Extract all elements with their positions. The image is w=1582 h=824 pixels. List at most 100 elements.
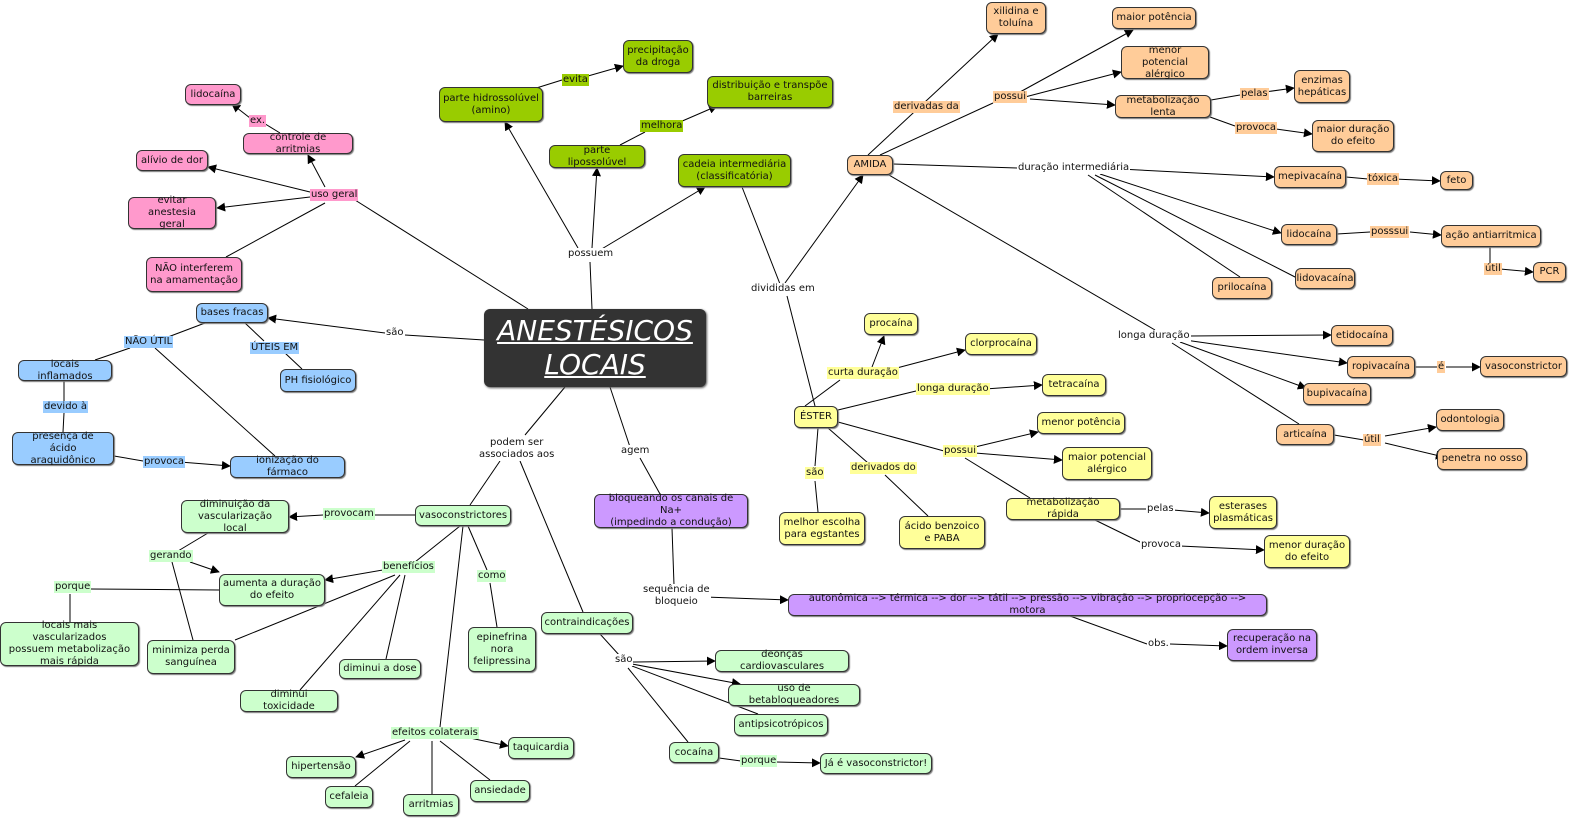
node-antipsicotropicos[interactable]: antipsicotrópicos <box>734 714 828 736</box>
node-alivio-dor[interactable]: alívio de dor <box>136 150 208 171</box>
node-ph-fisiologico[interactable]: PH fisiológico <box>280 369 356 392</box>
node-lidocaina-amida[interactable]: lidocaína <box>1281 224 1337 245</box>
connector-arrow <box>469 737 509 749</box>
connector-line <box>884 474 929 517</box>
node-diminui-dose[interactable]: diminui a dose <box>339 659 421 679</box>
node-precipitacao[interactable]: precipitação da droga <box>623 40 693 73</box>
connector-line <box>671 527 675 586</box>
node-nao-interferem[interactable]: NÃO interferem na amamentação <box>146 257 242 292</box>
node-ionizacao[interactable]: ionização do fármaco <box>230 455 345 478</box>
node-diminuicao-vascularizacao[interactable]: diminuição da vascularização local <box>181 499 289 534</box>
central-concept[interactable]: ANESTÉSICOS LOCAIS <box>484 309 706 387</box>
node-aumenta-duracao[interactable]: aumenta a duração do efeito <box>219 574 325 606</box>
connector-arrow <box>1179 341 1307 390</box>
link-label-curta-duracao: curta duração <box>827 367 899 379</box>
node-parte-lipossoluvel[interactable]: parte lipossolúvel <box>549 145 645 168</box>
node-hipertensao[interactable]: hipertensão <box>286 756 356 778</box>
node-penetra-osso[interactable]: penetra no osso <box>1437 448 1527 470</box>
link-label-util-articaina: útil <box>1363 434 1381 446</box>
node-maior-potencia[interactable]: maior potência <box>1112 7 1196 29</box>
node-locais-vascularizados[interactable]: locais mais vascularizados possuem metab… <box>0 620 139 667</box>
node-etidocaina[interactable]: etidocaína <box>1331 325 1393 346</box>
node-diminui-toxicidade[interactable]: diminui toxicidade <box>240 689 338 712</box>
connector-arrow <box>591 167 601 249</box>
node-procaina[interactable]: procaína <box>864 313 918 335</box>
node-menor-duracao[interactable]: menor duração do efeito <box>1264 535 1350 568</box>
node-contraindicacoes[interactable]: contraindicações <box>541 612 633 634</box>
node-melhor-escolha[interactable]: melhor escolha para egstantes <box>779 512 865 545</box>
link-label-nao-util: NÃO ÚTIL <box>124 336 174 348</box>
connector-line <box>1209 116 1236 127</box>
connector-arrow <box>189 561 220 574</box>
link-label-util-pcr: útil <box>1484 263 1502 275</box>
node-lidocaina-ex[interactable]: lidocaína <box>185 84 241 105</box>
connector-line <box>804 379 841 407</box>
connector-line <box>284 352 303 370</box>
node-odontologia[interactable]: odontologia <box>1436 409 1504 431</box>
node-epinefrina[interactable]: epinefrina nora felipressina <box>468 627 536 672</box>
node-amida[interactable]: AMIDA <box>847 155 893 175</box>
node-menor-potencia[interactable]: menor potência <box>1037 412 1125 434</box>
node-vasoconstrictor[interactable]: vasoconstrictor <box>1480 356 1567 377</box>
link-label-gerando: gerando <box>149 550 193 562</box>
node-ropivacaina[interactable]: ropivacaína <box>1347 356 1415 378</box>
connector-arrow <box>1184 339 1348 367</box>
connector-line <box>1069 615 1148 645</box>
node-ester[interactable]: ÉSTER <box>794 406 838 428</box>
node-bupivacaina[interactable]: bupivacaína <box>1303 383 1371 405</box>
node-recuperacao[interactable]: recuperação na ordem inversa <box>1227 629 1317 661</box>
node-evitar-anestesia[interactable]: evitar anestesia geral <box>128 195 216 230</box>
node-distribuicao[interactable]: distribuição e transpõe barreiras <box>707 76 833 108</box>
node-esterases[interactable]: esterases plasmáticas <box>1209 496 1277 529</box>
node-minimiza-perda[interactable]: minimiza perda sanguínea <box>147 640 235 674</box>
node-xilidina[interactable]: xilidina e toluína <box>986 2 1046 34</box>
node-cefaleia[interactable]: cefaleia <box>325 786 373 808</box>
node-vasoconstrictores[interactable]: vasoconstrictores <box>415 505 511 526</box>
node-controle-arritmias[interactable]: controle de arritmias <box>243 132 353 155</box>
node-metabolizacao-lenta[interactable]: metabolização lenta <box>1115 95 1211 118</box>
node-menor-potencial-alergico[interactable]: menor potencial alérgico <box>1121 45 1209 80</box>
link-label-posssui: posssui <box>1370 226 1410 238</box>
node-taquicardia[interactable]: taquicardia <box>508 737 574 759</box>
node-maior-potencial-alergico[interactable]: maior potencial alérgico <box>1062 447 1152 480</box>
connector-line <box>786 295 816 407</box>
node-bloqueando-canais[interactable]: bloqueando os canais de Na+ (impedindo a… <box>594 493 748 528</box>
node-acido-benzoico[interactable]: ácido benzoico e PABA <box>899 516 985 549</box>
node-tetracaina[interactable]: tetracaína <box>1042 374 1106 396</box>
node-articaina[interactable]: articaína <box>1276 424 1334 445</box>
node-arritmias[interactable]: arritmias <box>403 794 459 816</box>
node-bases-fracas[interactable]: bases fracas <box>196 303 268 323</box>
connector-line <box>827 427 869 464</box>
connector-arrow <box>871 335 886 368</box>
node-ja-e-vasoconstrictor[interactable]: Já é vasoconstrictor! <box>820 753 932 774</box>
node-parte-hidrossoluvel[interactable]: parte hidrossolúvel (amino) <box>439 87 543 122</box>
link-label-e: é <box>1437 361 1446 373</box>
node-locais-inflamados[interactable]: locais inflamados <box>18 359 112 382</box>
connector-arrow <box>1394 176 1441 186</box>
connector-arrow <box>179 460 231 470</box>
node-metabolizacao-rapida[interactable]: metabolização rápida <box>1006 497 1120 520</box>
node-deoncas-cardiovasculares[interactable]: deonças cardiovasculares <box>715 649 849 672</box>
node-pcr[interactable]: PCR <box>1533 262 1566 282</box>
node-prilocaina[interactable]: prilocaína <box>1212 277 1272 299</box>
connector-arrow <box>1179 545 1265 555</box>
node-ansiedade[interactable]: ansiedade <box>470 780 530 802</box>
connector-arrow <box>704 595 789 605</box>
node-betabloqueadores[interactable]: uso de betabloqueadores <box>728 683 860 706</box>
connector-arrow <box>974 452 1063 464</box>
node-feto[interactable]: feto <box>1440 171 1473 190</box>
node-enzimas-hepaticas[interactable]: enzimas hepáticas <box>1294 70 1350 103</box>
connector-line <box>627 667 689 743</box>
connector-arrow <box>599 186 706 251</box>
node-lidovacaina[interactable]: lidovacaína <box>1295 268 1355 289</box>
connector-line <box>414 525 461 563</box>
node-clorprocaina[interactable]: clorprocaína <box>965 333 1037 355</box>
node-sequencia-bloqueio[interactable]: autonômica --> térmica --> dor --> tátil… <box>788 593 1267 616</box>
node-cocaina[interactable]: cocaína <box>669 742 719 763</box>
node-acao-antiarritmica[interactable]: ação antiarritmica <box>1441 225 1541 247</box>
node-mepivacaina[interactable]: mepivacaína <box>1274 166 1346 188</box>
node-maior-duracao[interactable]: maior duração do efeito <box>1312 120 1394 152</box>
connector-arrow <box>1099 173 1282 235</box>
node-presenca-acido[interactable]: presença de ácido araquidônico <box>12 431 114 466</box>
node-cadeia-intermediaria[interactable]: cadeia intermediária (classificatória) <box>678 154 791 187</box>
